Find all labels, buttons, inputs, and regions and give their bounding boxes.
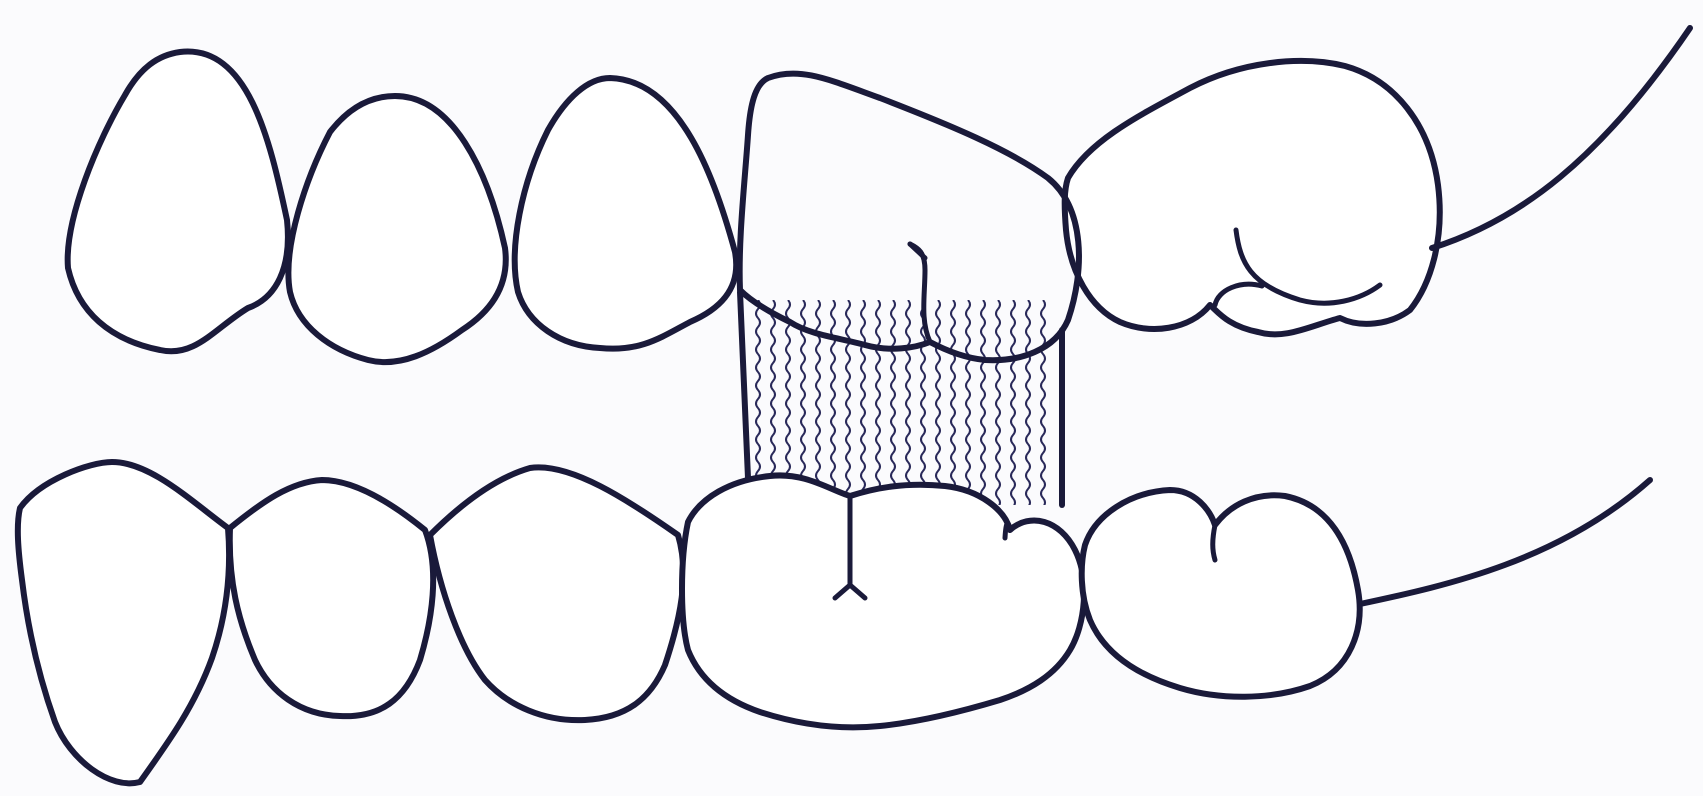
lower-tooth-2	[230, 480, 433, 716]
lower-tooth-4	[682, 475, 1084, 727]
fiber-line	[936, 300, 940, 507]
fiber-line	[831, 300, 835, 507]
lower-tooth-1	[18, 462, 229, 783]
fiber-line	[861, 300, 865, 507]
lower-arch	[18, 462, 1650, 783]
lower-tooth-5	[1082, 490, 1360, 697]
fiber-line	[906, 300, 910, 507]
lower-tooth-5-groove	[1213, 525, 1215, 560]
lower-tooth-3	[430, 467, 683, 720]
fiber-line	[996, 300, 1000, 507]
fiber-line	[1041, 300, 1045, 507]
upper-tooth-5	[1065, 61, 1440, 334]
fiber-line	[891, 300, 895, 507]
fiber-line	[846, 300, 850, 507]
fiber-line	[951, 300, 955, 507]
fiber-line	[1026, 300, 1030, 507]
upper-tooth-2	[288, 96, 505, 362]
fiber-band-left-edge	[740, 292, 748, 478]
upper-tooth-3	[515, 78, 736, 349]
fiber-line	[981, 300, 985, 507]
fiber-line	[966, 300, 970, 507]
upper-tooth-1	[68, 52, 288, 352]
fiber-line	[1011, 300, 1015, 507]
upper-arch	[68, 28, 1690, 362]
upper-root-line	[1432, 28, 1690, 248]
lower-root-line	[1360, 480, 1650, 604]
fiber-line	[876, 300, 880, 507]
